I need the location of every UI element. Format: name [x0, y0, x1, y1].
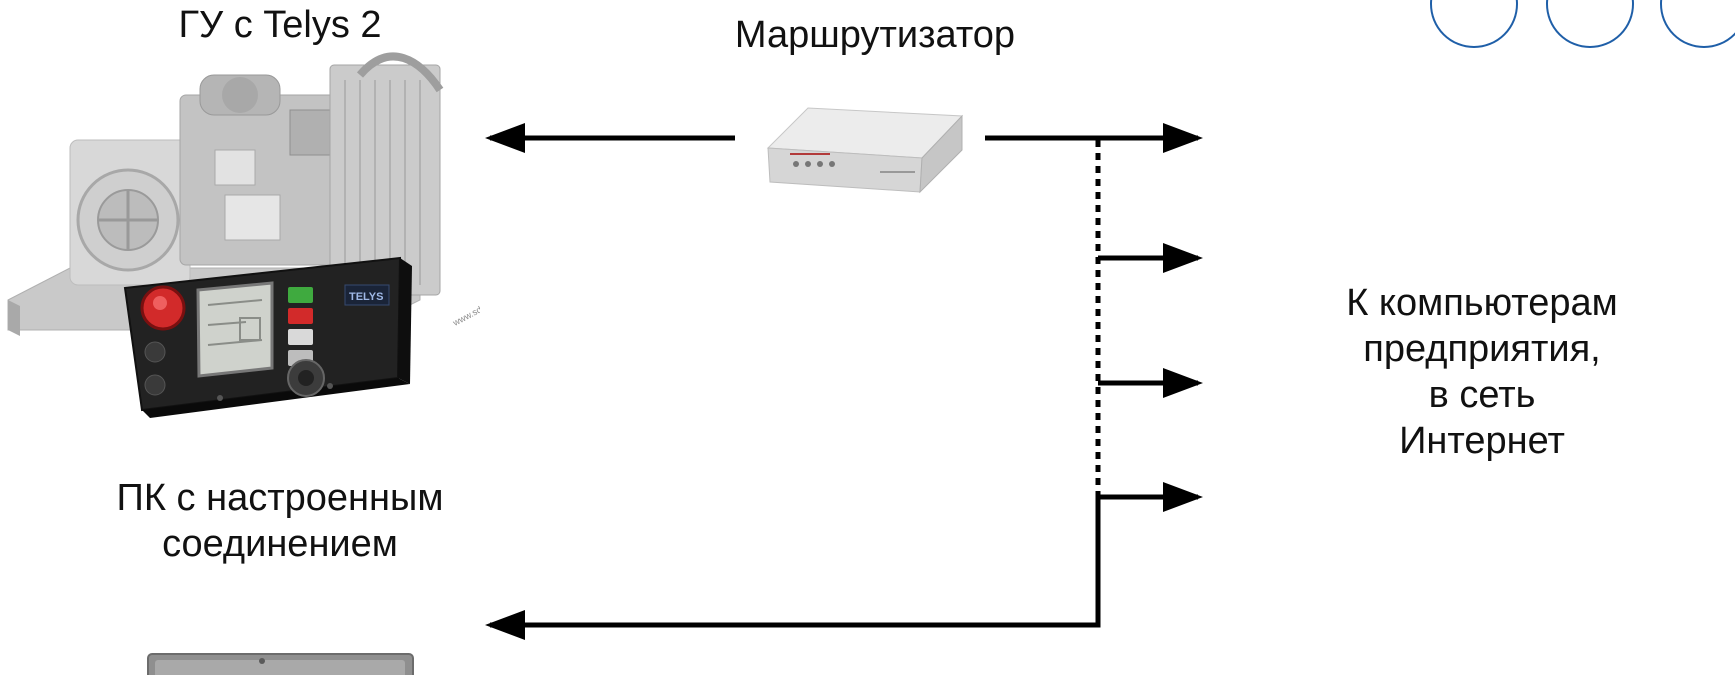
network-label-line: К компьютерам — [1346, 282, 1618, 324]
network-label-line: в сеть — [1428, 374, 1536, 416]
pc-label-line: соединением — [162, 523, 398, 565]
network-label-line: Интернет — [1399, 420, 1565, 462]
pc-icon — [147, 653, 414, 675]
generator-with-telys-panel-icon: www.sdmo.com TELYS — [7, 52, 480, 418]
telys-brand: TELYS — [349, 291, 383, 303]
genset-label: ГУ с Telys 2 — [178, 4, 382, 46]
pc-label: ПК с настроенным соединением — [60, 475, 500, 567]
network-label-line: предприятия, — [1363, 328, 1601, 370]
router-label: Маршрутизатор — [734, 14, 1016, 56]
network-label: К компьютерам предприятия, в сеть Интерн… — [1222, 280, 1735, 464]
arrow-to-pc — [485, 497, 1101, 640]
pc-label-line: ПК с настроенным — [116, 477, 444, 519]
